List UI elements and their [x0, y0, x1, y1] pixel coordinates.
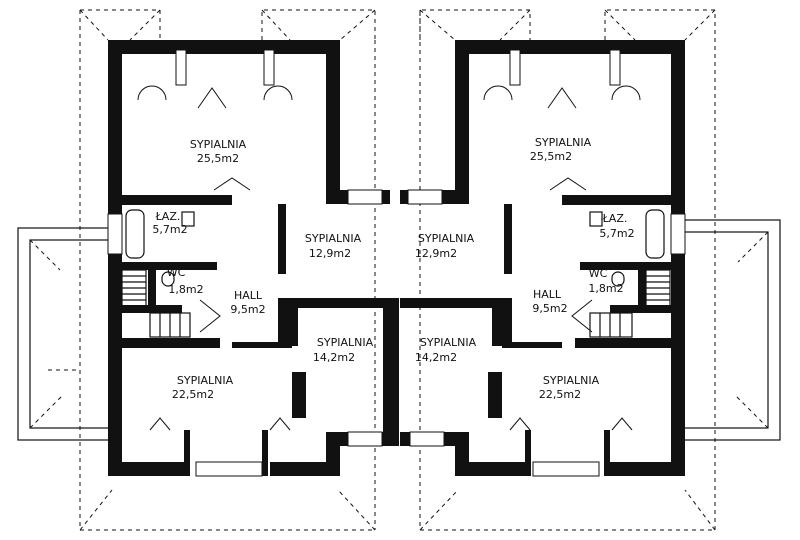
room-area: 12,9m2 — [415, 247, 457, 260]
room-area: 5,7m2 — [599, 227, 634, 240]
room-area: 14,2m2 — [415, 351, 457, 364]
room-area: 25,5m2 — [197, 152, 239, 165]
stairs-right — [589, 269, 671, 338]
room-name: SYPIALNIA — [535, 136, 592, 149]
walls-left-unit — [108, 40, 399, 476]
room-name: WC — [589, 267, 608, 280]
roof-outline-left — [79, 9, 376, 531]
room-name: SYPIALNIA — [543, 374, 600, 387]
terrace-right — [679, 219, 781, 441]
windows — [107, 49, 686, 477]
room-name: HALL — [533, 288, 562, 301]
labels-right-unit: SYPIALNIA 25,5m2 SYPIALNIA 12,9m2 SYPIAL… — [415, 136, 635, 401]
room-name: ŁAZ. — [602, 212, 628, 225]
room-area: 22,5m2 — [539, 388, 581, 401]
room-name: SYPIALNIA — [305, 232, 362, 245]
room-area: 14,2m2 — [313, 351, 355, 364]
room-name: SYPIALNIA — [190, 138, 247, 151]
room-name: HALL — [234, 289, 263, 302]
room-name: SYPIALNIA — [418, 232, 475, 245]
room-area: 9,5m2 — [532, 302, 567, 315]
room-area: 5,7m2 — [152, 223, 187, 236]
stairs-left — [121, 269, 191, 338]
room-area: 1,8m2 — [168, 283, 203, 296]
room-name: ŁAZ. — [155, 210, 181, 223]
room-area: 12,9m2 — [309, 247, 351, 260]
labels-left-unit: SYPIALNIA 25,5m2 SYPIALNIA 12,9m2 SYPIAL… — [152, 138, 373, 401]
room-name: SYPIALNIA — [420, 336, 477, 349]
room-name: WC — [167, 266, 186, 279]
fixtures — [121, 209, 671, 338]
terrace-left — [17, 227, 111, 441]
room-name: SYPIALNIA — [317, 336, 374, 349]
room-area: 1,8m2 — [588, 282, 623, 295]
room-name: SYPIALNIA — [177, 374, 234, 387]
room-area: 9,5m2 — [230, 303, 265, 316]
room-area: 22,5m2 — [172, 388, 214, 401]
room-area: 25,5m2 — [530, 150, 572, 163]
doors — [137, 85, 641, 431]
